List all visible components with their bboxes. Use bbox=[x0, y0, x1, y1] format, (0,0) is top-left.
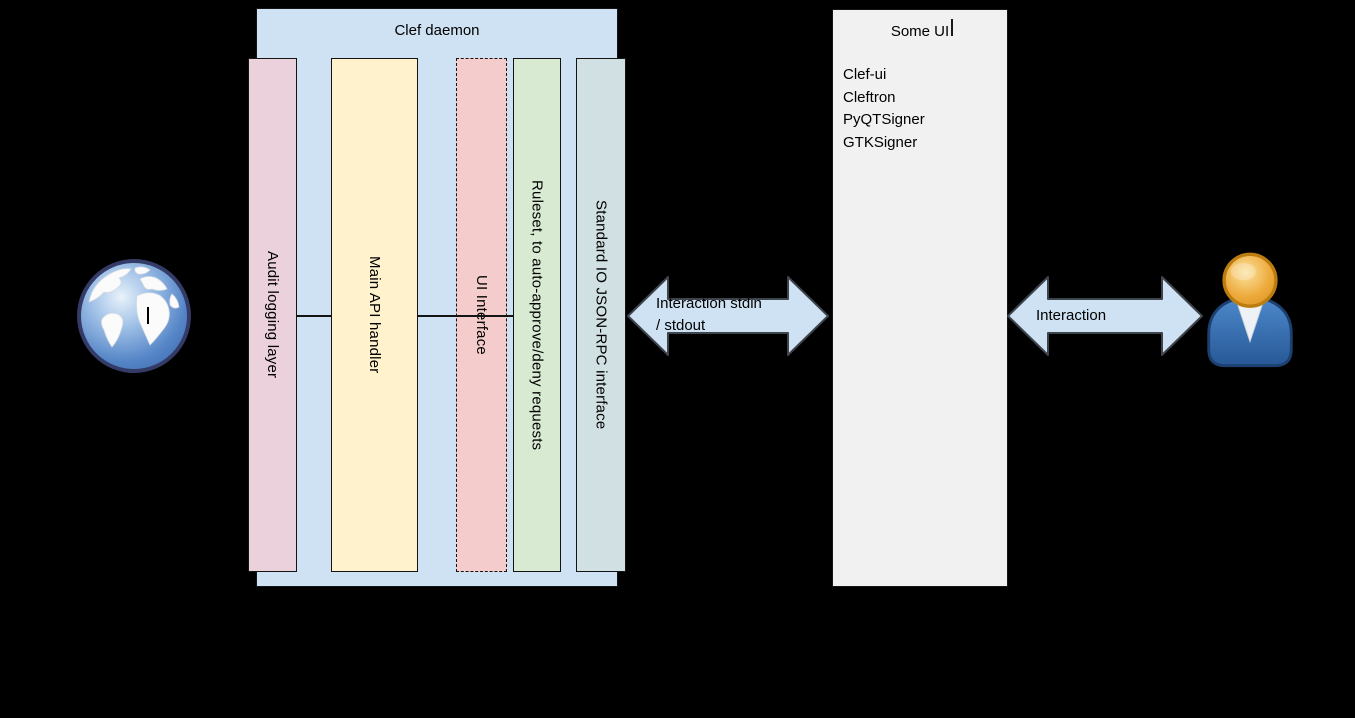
globe-icon bbox=[74, 256, 194, 376]
bar-main-api-handler-label: Main API handler bbox=[366, 256, 383, 374]
double-arrow-shape bbox=[1007, 276, 1203, 356]
connector-line-right bbox=[418, 315, 513, 317]
some-ui-list: Clef-ui Cleftron PyQTSigner GTKSigner bbox=[843, 64, 925, 154]
arrow-stdin-stdout: Interaction stdin / stdout bbox=[626, 273, 830, 359]
some-ui-item: Clef-ui bbox=[843, 66, 887, 83]
clef-daemon-box: Clef daemon bbox=[256, 8, 618, 587]
bar-stdio-jsonrpc-interface-label: Standard IO JSON-RPC interface bbox=[592, 200, 610, 430]
user-icon bbox=[1202, 252, 1298, 370]
arrow-interaction: Interaction bbox=[1006, 273, 1204, 359]
arrow-stdin-stdout-label: Interaction stdin / stdout bbox=[656, 295, 762, 334]
bar-ruleset: Ruleset, to auto-approve/deny requests bbox=[513, 58, 561, 572]
some-ui-item: PyQTSigner bbox=[843, 111, 925, 128]
bar-stdio-jsonrpc-interface: Standard IO JSON-RPC interface bbox=[576, 58, 626, 572]
bar-main-api-handler: Main API handler bbox=[331, 58, 418, 572]
bar-audit-logging-layer: Audit logging layer bbox=[248, 58, 297, 572]
bar-ruleset-label: Ruleset, to auto-approve/deny requests bbox=[528, 179, 546, 451]
double-arrow-shape bbox=[627, 276, 829, 356]
some-ui-item: Cleftron bbox=[843, 88, 896, 106]
some-ui-item: GTKSigner bbox=[843, 133, 918, 151]
arrow-interaction-label: Interaction bbox=[1036, 307, 1107, 324]
clef-daemon-title: Clef daemon bbox=[394, 22, 480, 39]
some-ui-box: Some UI Clef-ui Cleftron PyQTSigner GTKS… bbox=[832, 9, 1008, 587]
bar-audit-logging-layer-label: Audit logging layer bbox=[264, 251, 281, 379]
some-ui-title: Some UI bbox=[890, 23, 950, 40]
text-cursor-artifact bbox=[147, 307, 149, 324]
connector-line-left bbox=[297, 315, 331, 317]
text-cursor-artifact bbox=[951, 19, 953, 36]
